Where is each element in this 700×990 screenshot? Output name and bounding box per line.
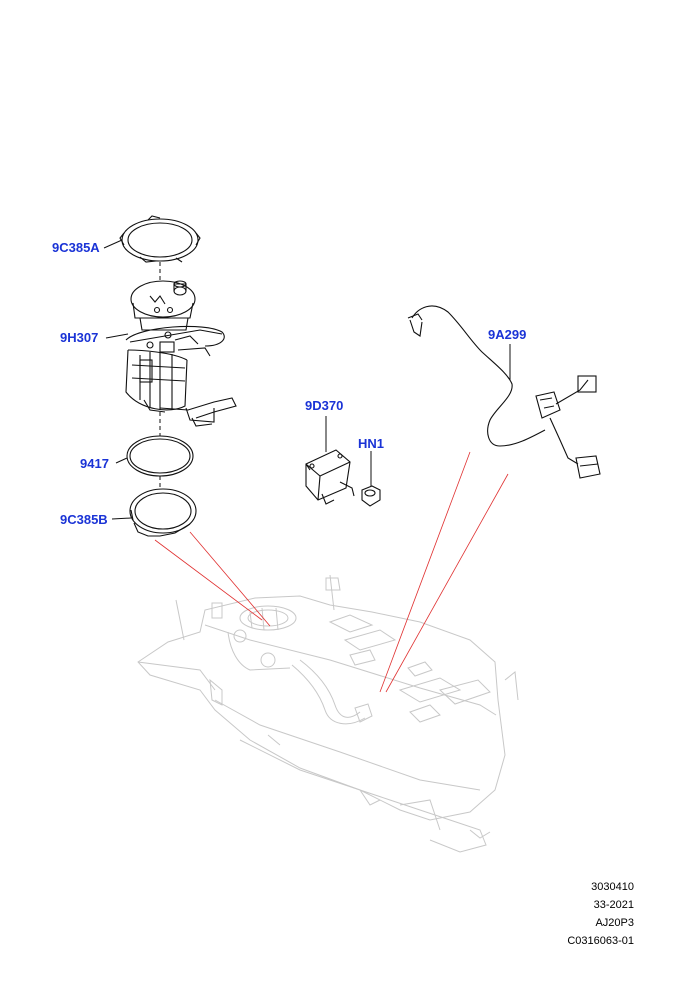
drawing-code-line: AJ20P3 — [595, 917, 634, 929]
lock-ring-top — [119, 215, 201, 263]
nut — [361, 485, 381, 507]
fuel-tank-outline — [137, 574, 519, 853]
part-lines — [119, 215, 601, 537]
pump-flange — [130, 280, 196, 331]
callout-fuel-level-sender: 9A299 — [488, 327, 527, 342]
callout-lock-ring-top: 9C385A — [52, 240, 100, 255]
callout-control-module: 9D370 — [305, 398, 344, 413]
module-float-arm — [159, 397, 237, 427]
seal-ring — [126, 435, 194, 477]
callout-nut: HN1 — [358, 436, 385, 451]
drawing-code-line: 3030410 — [591, 881, 634, 893]
callout-lock-ring-bottom: 9C385B — [60, 512, 108, 527]
reference-lines — [154, 451, 509, 693]
callout-leaders — [103, 239, 511, 520]
fuel-level-sender — [407, 305, 601, 479]
pump-module-body — [125, 325, 225, 413]
callout-pump-module: 9H307 — [60, 330, 99, 345]
lock-ring-bottom — [129, 488, 197, 537]
fuel-pump-control-module — [305, 449, 355, 505]
callout-seal-ring: 9417 — [80, 456, 109, 471]
drawing-code-line: C0316063-01 — [567, 935, 634, 947]
drawing-code-line: 33-2021 — [593, 899, 634, 911]
drawing-code-block: 3030410 33-2021 AJ20P3 C0316063-01 — [540, 878, 634, 950]
